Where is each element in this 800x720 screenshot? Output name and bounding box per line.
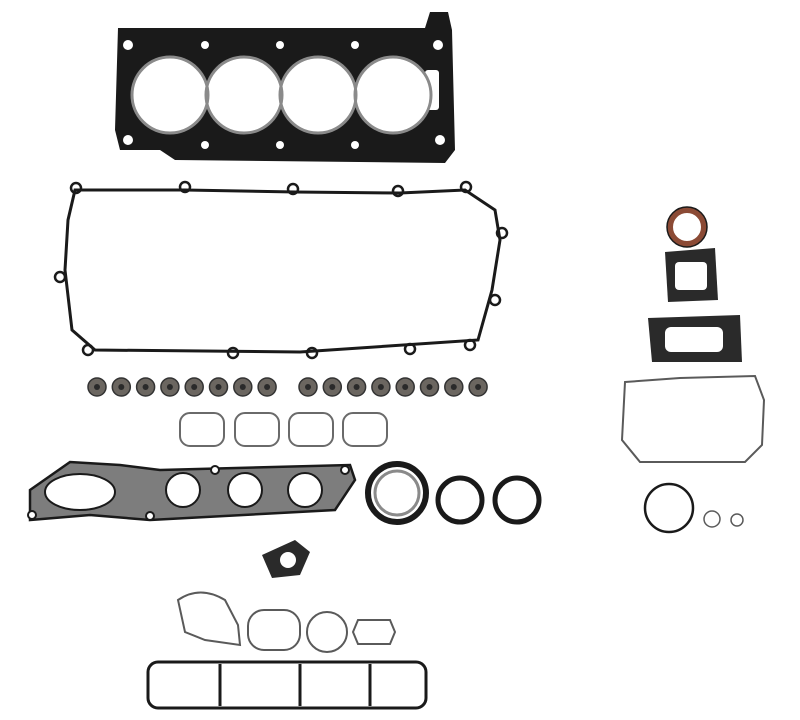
bore-1 xyxy=(133,58,207,132)
bore-3 xyxy=(281,58,355,132)
valve-stem-seal-hole xyxy=(191,384,198,390)
valve-stem-seal-hole xyxy=(264,384,271,390)
bore-2 xyxy=(207,58,281,132)
valve-stem-seal-hole xyxy=(402,384,409,390)
valve-stem-seal-hole xyxy=(142,384,149,390)
valve-stem-seal-hole xyxy=(166,384,173,390)
intake-port-gasket xyxy=(234,412,280,447)
valve-cover-gasket xyxy=(63,188,502,354)
valve-stem-seal-hole xyxy=(239,384,246,390)
vvt-solenoid-gasket xyxy=(665,248,718,302)
intake-port-gaskets xyxy=(179,412,388,447)
cylinder-head-gasket xyxy=(115,12,455,163)
small-flange-gasket xyxy=(262,540,310,578)
bore-4 xyxy=(356,58,430,132)
small-o-ring xyxy=(703,510,721,528)
valve-stem-seal-hole xyxy=(215,384,222,390)
valve-stem-seal-hole xyxy=(426,384,433,390)
intake-port-gasket xyxy=(179,412,225,447)
oil-filter-adapter-gasket xyxy=(648,315,742,362)
valve-stem-seal-hole xyxy=(450,384,457,390)
valve-stem-seal-hole xyxy=(377,384,384,390)
o-ring-gasket xyxy=(306,611,348,653)
front-crank-seal xyxy=(666,206,708,248)
exhaust-manifold-gasket xyxy=(27,460,357,522)
intake-port-gasket xyxy=(288,412,334,447)
exhaust-ring-gasket xyxy=(435,475,485,525)
sensor-gasket xyxy=(351,619,397,645)
valve-stem-seal-hole xyxy=(329,384,336,390)
thin-gaskets xyxy=(176,591,397,653)
thermostat-gasket xyxy=(176,591,242,647)
water-outlet-gasket xyxy=(247,609,301,651)
valve-stem-seals xyxy=(87,377,488,397)
intake-port-gasket xyxy=(342,412,388,447)
crankshaft-rear-seal xyxy=(365,461,429,525)
valve-cover-bolt-tabs xyxy=(53,180,509,360)
exhaust-ring-gasket xyxy=(492,475,542,525)
valve-stem-seal-hole xyxy=(475,384,482,390)
valve-stem-seal-hole xyxy=(118,384,125,390)
valve-stem-seal-hole xyxy=(353,384,360,390)
intake-manifold-gasket xyxy=(146,660,428,710)
oil-pan-gasket xyxy=(620,374,766,463)
valve-stem-seal-hole xyxy=(94,384,100,390)
small-o-ring xyxy=(730,513,744,527)
valve-stem-seal-hole xyxy=(305,384,311,390)
oil-pickup-o-ring xyxy=(643,482,695,534)
